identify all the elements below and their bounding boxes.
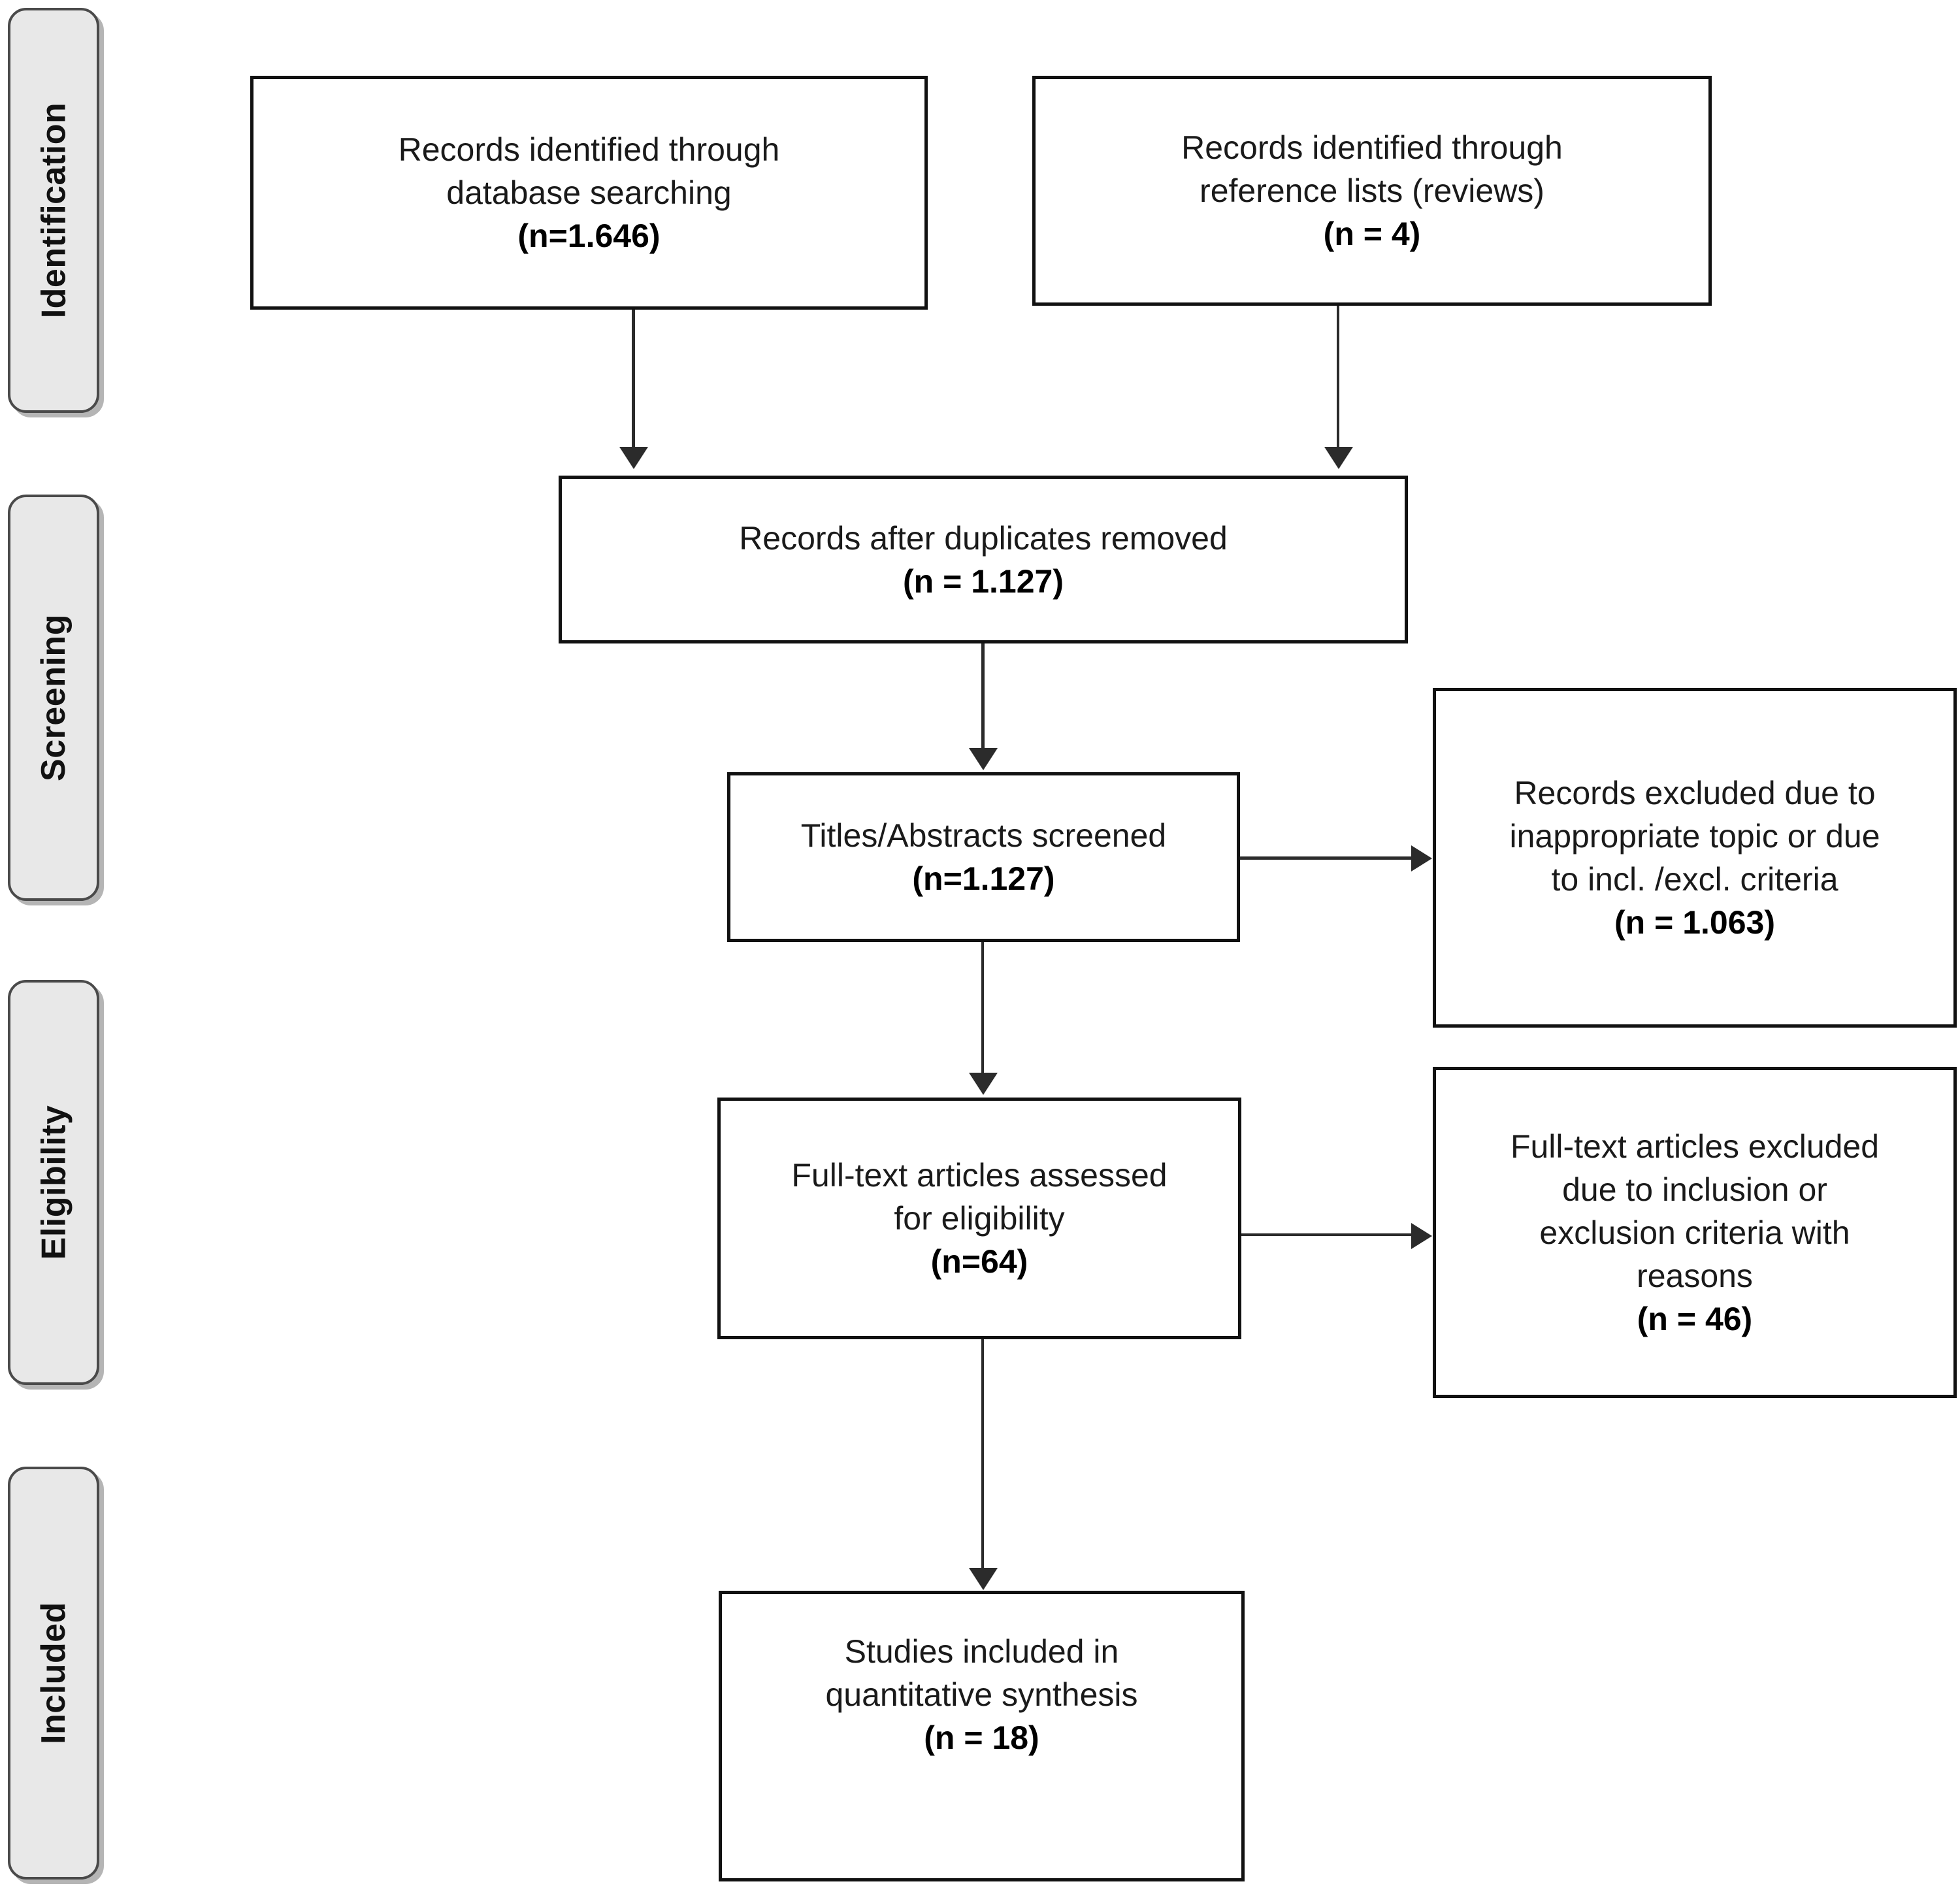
box-studies-included-line1: Studies included in [844, 1633, 1119, 1670]
box-fulltext-excluded-count: (n = 46) [1637, 1300, 1753, 1337]
connector-fulltext-assessed-to-excluded [1241, 1233, 1415, 1236]
box-titles-abstracts-screened: Titles/Abstracts screened (n=1.127) [727, 772, 1240, 942]
box-fulltext-excluded-line3: exclusion criteria with [1539, 1214, 1850, 1251]
connector-titles-to-records-excluded [1240, 856, 1415, 860]
arrowhead-fulltext-assessed-to-studies [969, 1568, 998, 1590]
box-records-identified-reference-lists: Records identified through reference lis… [1032, 76, 1712, 306]
box-duplicates-line1: Records after duplicates removed [739, 519, 1228, 557]
box-ref-lists-line2: reference lists (reviews) [1200, 172, 1544, 209]
box-fulltext-assessed-line2: for eligibility [894, 1200, 1065, 1237]
box-fulltext-excluded-line2: due to inclusion or [1562, 1171, 1827, 1208]
box-studies-included-line2: quantitative synthesis [825, 1676, 1138, 1713]
box-fulltext-excluded: Full-text articles excluded due to inclu… [1433, 1067, 1957, 1398]
connector-duplicates-to-titles [981, 643, 985, 748]
box-duplicates-count: (n = 1.127) [903, 562, 1064, 600]
box-records-excluded-line3: to incl. /excl. criteria [1551, 861, 1838, 898]
box-ref-lists-count: (n = 4) [1323, 216, 1421, 252]
box-fulltext-excluded-line4: reasons [1637, 1257, 1753, 1294]
box-fulltext-assessed-count: (n=64) [930, 1243, 1028, 1280]
arrowhead-fulltext-assessed-to-excluded [1411, 1223, 1432, 1249]
arrowhead-titles-to-records-excluded [1411, 845, 1432, 871]
stage-label-identification-text: Identification [35, 102, 73, 319]
connector-fulltext-assessed-to-studies [981, 1339, 984, 1568]
stage-label-screening: Screening [8, 495, 99, 901]
stage-label-eligibility: Eligibility [8, 980, 99, 1385]
box-titles-line1: Titles/Abstracts screened [800, 817, 1167, 854]
connector-ref-lists-to-duplicates [1337, 306, 1339, 447]
stage-label-screening-text: Screening [35, 614, 73, 781]
arrowhead-ref-lists-to-duplicates [1324, 447, 1353, 469]
box-records-excluded: Records excluded due to inappropriate to… [1433, 688, 1957, 1028]
arrowhead-db-search-to-duplicates [619, 447, 648, 469]
box-records-excluded-line2: inappropriate topic or due [1509, 818, 1880, 854]
stage-label-eligibility-text: Eligibility [35, 1105, 73, 1260]
box-db-search-line2: database searching [446, 174, 732, 211]
arrowhead-duplicates-to-titles [969, 748, 998, 770]
stage-label-identification: Identification [8, 8, 99, 413]
box-fulltext-assessed-eligibility: Full-text articles assessed for eligibil… [717, 1098, 1241, 1339]
box-studies-included: Studies included in quantitative synthes… [719, 1591, 1245, 1881]
box-studies-included-count: (n = 18) [924, 1719, 1039, 1756]
box-db-search-count: (n=1.646) [517, 218, 661, 254]
box-titles-count: (n=1.127) [912, 860, 1055, 897]
box-fulltext-excluded-line1: Full-text articles excluded [1510, 1128, 1880, 1165]
stage-label-included-text: Included [35, 1602, 73, 1744]
box-records-identified-database: Records identified through database sear… [250, 76, 928, 310]
box-fulltext-assessed-line1: Full-text articles assessed [791, 1157, 1168, 1194]
arrowhead-titles-to-fulltext-assessed [969, 1073, 998, 1095]
box-records-after-duplicates-removed: Records after duplicates removed (n = 1.… [559, 476, 1408, 643]
box-db-search-line1: Records identified through [398, 131, 780, 168]
box-records-excluded-line1: Records excluded due to [1514, 775, 1876, 811]
box-records-excluded-count: (n = 1.063) [1614, 904, 1775, 941]
stage-label-included: Included [8, 1467, 99, 1880]
connector-db-search-to-duplicates [632, 310, 635, 447]
connector-titles-to-fulltext-assessed [981, 942, 984, 1073]
box-ref-lists-line1: Records identified through [1181, 129, 1563, 166]
